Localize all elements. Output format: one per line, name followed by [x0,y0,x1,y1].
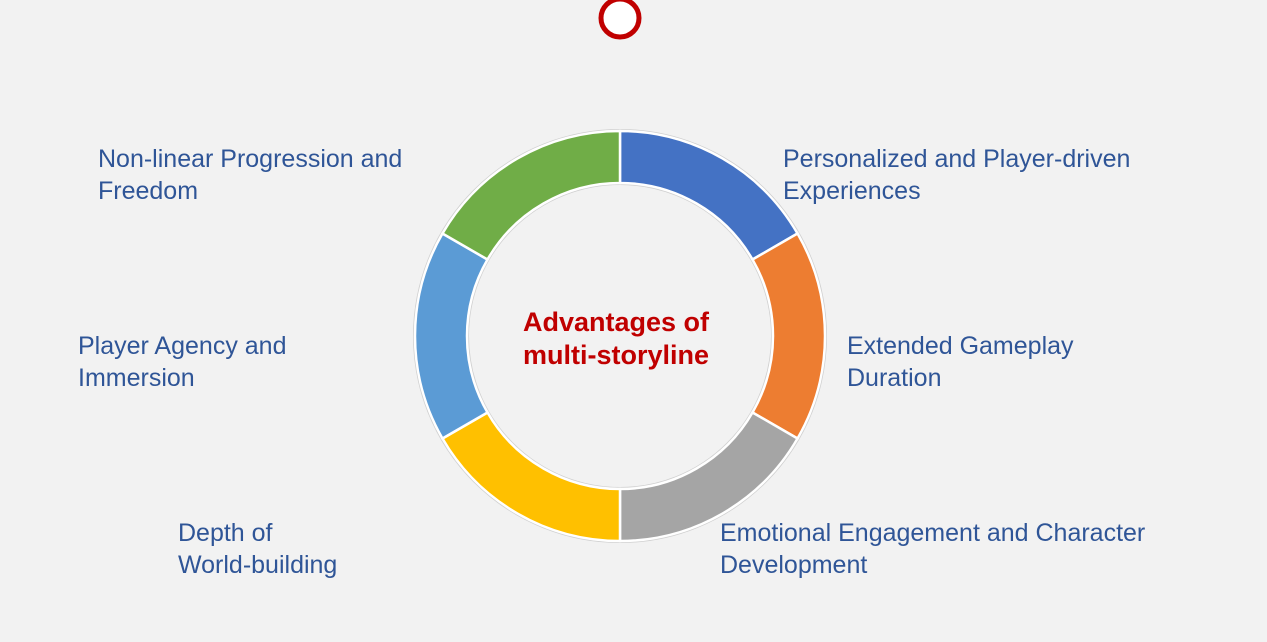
label-agency-line-1: Player Agency and [78,332,287,360]
label-emotional-line-2: Development [720,551,868,579]
label-emotional: Emotional Engagement and Character Devel… [720,517,1145,581]
label-depth-line-1: Depth of [178,519,273,547]
top-ring-icon [598,0,642,40]
label-extended: Extended Gameplay Duration [847,330,1074,394]
segment-nonlinear [440,129,622,262]
label-emotional-line-1: Emotional Engagement and Character [720,519,1146,547]
label-personalized: Personalized and Player-driven Experienc… [783,143,1130,207]
label-depth: Depth of World-building [178,517,337,581]
label-extended-line-1: Extended Gameplay [847,332,1074,360]
label-nonlinear-line-1: Non-linear Progression and [98,145,403,173]
label-depth-line-2: World-building [178,551,338,579]
segment-depth [440,410,622,543]
diagram-center-title: Advantages of multi-storyline [476,306,756,372]
label-personalized-line-1: Personalized and Player-driven [783,145,1131,173]
label-nonlinear: Non-linear Progression and Freedom [98,143,402,207]
label-nonlinear-line-2: Freedom [98,177,199,205]
label-agency: Player Agency and Immersion [78,330,286,394]
label-agency-line-2: Immersion [78,364,195,392]
center-title-line-1: Advantages of [522,307,710,337]
label-personalized-line-2: Experiences [783,177,921,205]
label-extended-line-2: Duration [847,364,942,392]
segment-personalized [618,129,800,262]
center-title-line-2: multi-storyline [522,340,710,370]
donut-ring [413,129,827,543]
